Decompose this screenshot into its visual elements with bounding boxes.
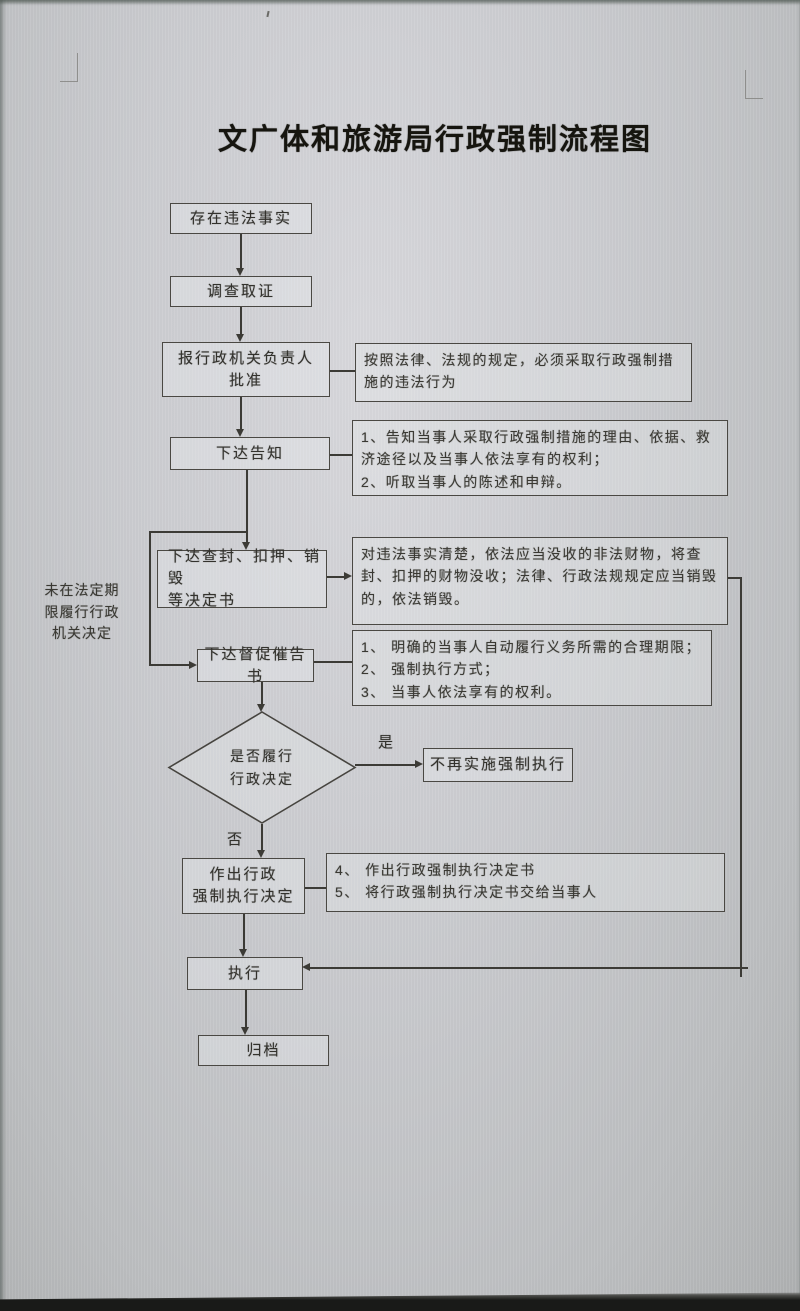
diamond-shape [167, 711, 357, 824]
connector-line [149, 531, 151, 666]
arrow-right-icon [189, 661, 197, 669]
arrow-down-icon [257, 704, 265, 712]
connector-line [330, 454, 352, 456]
node-seal: 下达查封、扣押、销毁 等决定书 [157, 548, 327, 609]
connector-line [314, 661, 352, 663]
connector-line [308, 967, 748, 969]
node-execute: 执行 [187, 957, 303, 990]
arrow-down-icon [241, 1027, 249, 1035]
node-decision-label: 是否履行 行政决定 [230, 748, 294, 787]
node-approve: 报行政机关负责人 批准 [162, 342, 330, 397]
note-enforce-decision: 4、 作出行政强制执行决定书 5、 将行政强制执行决定书交给当事人 [326, 853, 725, 912]
connector-line [240, 397, 242, 430]
connector-line [245, 990, 247, 1029]
arrow-down-icon [257, 850, 265, 858]
connector-line [243, 914, 245, 951]
arrow-right-icon [415, 760, 423, 768]
photo-bottom-bezel [0, 1292, 800, 1311]
left-annotation: 未在法定期 限履行行政 机关决定 [44, 582, 120, 642]
node-stop-enforce: 不再实施强制执行 [423, 748, 573, 782]
connector-line [149, 531, 247, 533]
note-notify: 1、告知当事人采取行政强制措施的理由、依据、救济途径以及当事人依法享有的权利； … [352, 420, 728, 496]
node-enforce-decision: 作出行政 强制执行决定 [182, 858, 305, 914]
page-margin-mark-left [60, 53, 78, 82]
connector-line [740, 577, 742, 977]
page-title: 文广体和旅游局行政强制流程图 [217, 124, 652, 156]
dust-speck [266, 10, 270, 18]
connector-line [240, 307, 242, 335]
page-margin-mark-right [745, 70, 763, 99]
arrow-down-icon [239, 949, 247, 957]
arrow-left-icon [302, 963, 310, 971]
node-start: 存在违法事实 [170, 203, 312, 234]
edge-label-no: 否 [227, 831, 244, 848]
connector-line [261, 824, 263, 851]
connector-line [149, 664, 190, 666]
node-investigate: 调查取证 [170, 276, 312, 307]
connector-line [261, 682, 263, 706]
connector-line [728, 577, 742, 579]
arrow-down-icon [236, 429, 244, 437]
connector-line [355, 764, 417, 766]
node-archive: 归档 [198, 1035, 329, 1066]
connector-line [246, 470, 248, 544]
node-notify: 下达告知 [170, 437, 330, 470]
connector-line [330, 370, 355, 372]
connector-line [240, 234, 242, 269]
arrow-right-icon [344, 572, 352, 580]
arrow-down-icon [236, 334, 244, 342]
connector-line [327, 576, 345, 578]
photo-top-edge [0, 0, 800, 5]
note-seal: 对违法事实清楚，依法应当没收的非法财物，将查封、扣押的财物没收；法律、行政法规规… [352, 537, 728, 625]
arrow-down-icon [242, 542, 250, 550]
note-urge: 1、 明确的当事人自动履行义务所需的合理期限； 2、 强制执行方式； 3、 当事… [352, 630, 712, 706]
node-decision: 是否履行 行政决定 [167, 711, 357, 824]
arrow-down-icon [236, 268, 244, 276]
connector-line [305, 887, 326, 889]
note-approve: 按照法律、法规的规定，必须采取行政强制措施的违法行为 [355, 343, 692, 402]
node-urge: 下达督促催告书 [197, 646, 314, 685]
edge-label-yes: 是 [378, 734, 395, 751]
